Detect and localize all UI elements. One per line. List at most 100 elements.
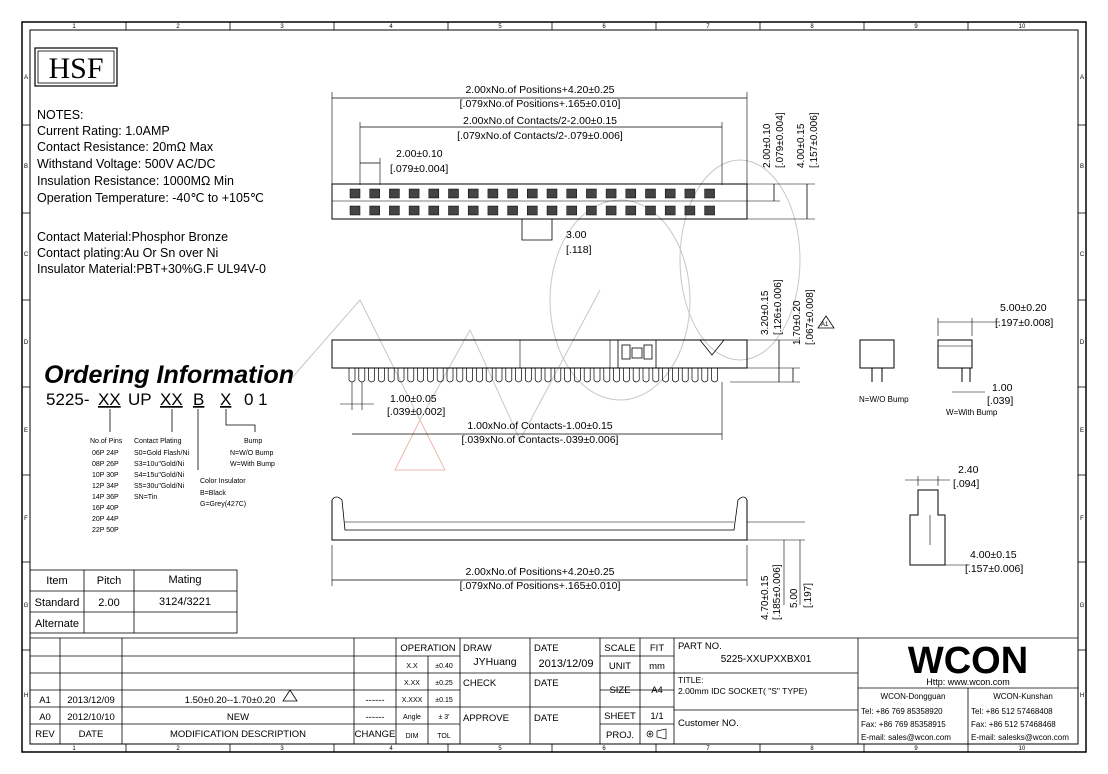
- contact-tooth: [495, 368, 503, 383]
- contact-tooth: [378, 368, 385, 383]
- svg-text:TOL: TOL: [437, 733, 451, 740]
- svg-text:B=Black: B=Black: [200, 490, 226, 497]
- svg-text:E-mail: salesks@wcon.com: E-mail: salesks@wcon.com: [971, 733, 1069, 742]
- svg-text:Customer NO.: Customer NO.: [678, 718, 739, 729]
- svg-text:[.079±0.004]: [.079±0.004]: [775, 112, 786, 168]
- contact-tooth: [623, 368, 630, 383]
- svg-text:±0.40: ±0.40: [435, 663, 453, 670]
- contact-pad: [527, 205, 538, 216]
- contact-pad: [586, 188, 597, 199]
- grid-ticks: [22, 22, 1086, 752]
- svg-text:Angle: Angle: [403, 714, 421, 721]
- svg-text:B: B: [193, 390, 204, 409]
- bottom-view: 2.00xNo.of Positions+4.20±0.25 [.079xNo.…: [331, 464, 1023, 620]
- svg-text:1.50±0.20--1.70±0.20: 1.50±0.20--1.70±0.20: [185, 695, 276, 706]
- svg-text:B: B: [1080, 164, 1084, 170]
- contact-pad: [349, 188, 361, 199]
- svg-text:2.00: 2.00: [98, 597, 119, 609]
- svg-text:3: 3: [280, 24, 284, 30]
- svg-text:2.00xNo.of Contacts/2-2.00±0.1: 2.00xNo.of Contacts/2-2.00±0.15: [463, 115, 617, 127]
- contact-tooth: [417, 368, 424, 383]
- contact-tooth: [534, 368, 542, 383]
- contact-tooth: [691, 368, 699, 383]
- svg-text:A4: A4: [651, 685, 663, 696]
- svg-text:DATE: DATE: [534, 678, 559, 689]
- svg-text:G=Grey(427C): G=Grey(427C): [200, 501, 246, 508]
- svg-text:1.00: 1.00: [992, 382, 1013, 394]
- contact-pad: [664, 205, 676, 216]
- svg-text:Alternate: Alternate: [35, 618, 79, 630]
- svg-text:8: 8: [810, 746, 814, 752]
- svg-text:X.XXX: X.XXX: [402, 697, 423, 704]
- svg-text:10: 10: [1019, 24, 1026, 30]
- contact-tooth: [515, 368, 522, 383]
- svg-text:N=W/O Bump: N=W/O Bump: [859, 395, 909, 404]
- svg-text:6: 6: [602, 24, 606, 30]
- svg-text:Contact Plating: Contact Plating: [134, 438, 182, 445]
- contact-tooth: [632, 368, 640, 383]
- svg-text:SN=Tin: SN=Tin: [134, 494, 157, 501]
- contact-pad: [487, 188, 499, 199]
- top-view: 2.00xNo.of Positions+4.20±0.25 [.079xNo.…: [331, 84, 820, 256]
- svg-text:12P 34P: 12P 34P: [92, 483, 119, 490]
- wcon-logo: WCON: [908, 640, 1028, 682]
- svg-text:A0: A0: [39, 712, 51, 723]
- contact-pad: [605, 205, 617, 216]
- revision-triangle-icon: [282, 689, 298, 702]
- contact-tooth: [681, 368, 689, 383]
- contact-tooth: [662, 368, 669, 383]
- top-view-contacts: [349, 188, 715, 216]
- svg-text:9: 9: [914, 24, 918, 30]
- svg-text:JYHuang: JYHuang: [473, 656, 516, 668]
- title-block: [30, 637, 1078, 744]
- svg-text:08P 26P: 08P 26P: [92, 461, 119, 468]
- svg-text:TITLE:: TITLE:: [678, 675, 704, 685]
- contact-pad: [487, 205, 499, 216]
- svg-text:C: C: [24, 252, 29, 258]
- contact-pad: [448, 188, 459, 199]
- svg-text:mm: mm: [649, 661, 665, 672]
- svg-text:MODIFICATION DESCRIPTION: MODIFICATION DESCRIPTION: [170, 729, 306, 740]
- svg-text:1: 1: [72, 746, 76, 752]
- svg-text:1.00±0.05: 1.00±0.05: [390, 393, 437, 405]
- svg-text:[.039]: [.039]: [987, 395, 1013, 407]
- svg-text:3.00: 3.00: [566, 229, 587, 241]
- contact-tooth: [564, 368, 571, 383]
- contact-pad: [389, 188, 400, 199]
- svg-text:Insulator Material:PBT+30%G.F: Insulator Material:PBT+30%G.F UL94V-0: [37, 262, 266, 276]
- svg-text:4.00±0.15: 4.00±0.15: [970, 549, 1017, 561]
- contact-pad: [428, 188, 440, 199]
- contact-pad: [704, 205, 715, 216]
- contact-pad: [664, 188, 676, 199]
- svg-text:A: A: [1080, 75, 1084, 81]
- svg-text:Fax: +86 769 85358915: Fax: +86 769 85358915: [861, 720, 946, 729]
- contact-pad: [448, 205, 459, 216]
- svg-text:±0.25: ±0.25: [435, 680, 453, 687]
- svg-text:5.00±0.20: 5.00±0.20: [1000, 302, 1047, 314]
- contact-pad: [527, 188, 538, 199]
- svg-text:2.00xNo.of Positions+4.20±0.25: 2.00xNo.of Positions+4.20±0.25: [465, 566, 614, 578]
- svg-text:1: 1: [72, 24, 76, 30]
- svg-text:1.70±0.20: 1.70±0.20: [792, 300, 803, 345]
- svg-text:2.00mm IDC SOCKET( "S" TYPE): 2.00mm IDC SOCKET( "S" TYPE): [678, 686, 807, 696]
- contact-tooth: [583, 368, 591, 383]
- svg-text:H: H: [1080, 693, 1084, 699]
- contact-tooth: [574, 368, 581, 383]
- contact-tooth: [397, 368, 405, 383]
- svg-text:Bump: Bump: [244, 438, 262, 445]
- svg-text:3: 3: [280, 746, 284, 752]
- svg-text:2012/10/10: 2012/10/10: [67, 712, 115, 723]
- svg-text:S5=30u"Gold/Ni: S5=30u"Gold/Ni: [134, 483, 185, 490]
- svg-text:Pitch: Pitch: [97, 575, 121, 587]
- svg-text:06P 24P: 06P 24P: [92, 450, 119, 457]
- svg-text:DATE: DATE: [534, 713, 559, 724]
- svg-text:Tel: +86 769 85358920: Tel: +86 769 85358920: [861, 707, 943, 716]
- svg-text:[.079±0.004]: [.079±0.004]: [390, 163, 448, 175]
- contact-tooth: [476, 368, 483, 383]
- contact-tooth: [603, 368, 611, 383]
- svg-text:S4=15u"Gold/Ni: S4=15u"Gold/Ni: [134, 472, 185, 479]
- svg-text:SIZE: SIZE: [609, 685, 630, 696]
- svg-text:[.039xNo.of Contacts-.039±0.00: [.039xNo.of Contacts-.039±0.006]: [462, 434, 619, 446]
- notes-block: NOTES: Current Rating: 1.0AMP Contact Re…: [37, 108, 266, 276]
